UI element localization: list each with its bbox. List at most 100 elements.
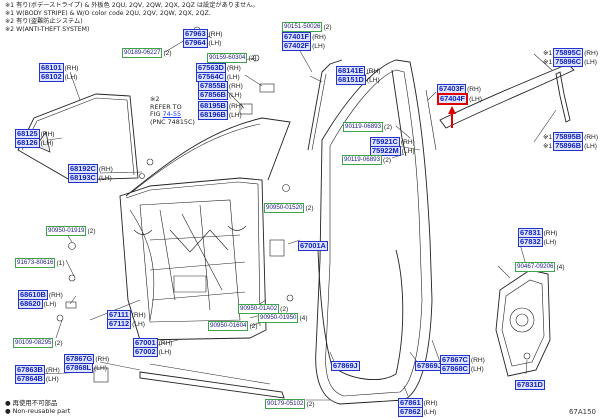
part-quantity-side: (RH) [98, 165, 113, 173]
part-number-link[interactable]: 90179-05102 [265, 399, 306, 409]
part-number-link[interactable]: 68193C [68, 173, 98, 183]
door-panel [119, 177, 267, 341]
part-number-link[interactable]: 90119-06893 [343, 122, 384, 132]
part-number-link[interactable]: 67001A [298, 241, 328, 251]
part-callout-c35-0[interactable]: 90179-05102(2) [265, 399, 315, 409]
part-number-link[interactable]: 90189-06227 [122, 48, 163, 58]
part-quantity-side: (LH) [543, 238, 557, 246]
part-callout-c23-1[interactable]: 68620(LH) [18, 299, 56, 309]
part-quantity-side: (RH) [40, 130, 55, 138]
part-number-link[interactable]: 67002 [133, 347, 158, 357]
part-number-link[interactable]: 90159-60304 [207, 53, 248, 63]
part-callout-c06-1[interactable]: 67856B(LH) [198, 90, 242, 100]
part-callout-c39-0[interactable]: 67831D [515, 380, 545, 390]
part-quantity-side: (RH) [228, 82, 243, 90]
part-quantity-side: (LH) [158, 348, 172, 356]
part-number-link[interactable]: 90151-50026 [282, 22, 323, 32]
part-callout-c16-0[interactable]: 90119-06893(2) [342, 155, 391, 165]
part-callout-c38-0[interactable]: 90467-09206(4) [515, 262, 565, 272]
part-callout-c04-0[interactable]: 90159-60304(2) [207, 53, 257, 63]
part-number-link[interactable]: 90109-08295 [13, 338, 54, 348]
part-quantity-side: (LH) [98, 174, 112, 182]
part-callout-c26-0[interactable]: 90950-01604(2) [208, 321, 258, 331]
part-quantity-side: (4) [299, 314, 308, 322]
part-number-link[interactable]: 67856B [198, 90, 228, 100]
part-callout-c03-1[interactable]: 68102(LH) [39, 72, 77, 82]
part-callout-c27-0[interactable]: 90109-08295(2) [13, 338, 63, 348]
reference-fig-link[interactable]: 74-55 [162, 110, 182, 118]
part-quantity-side: (LH) [64, 73, 78, 81]
part-quantity-side: (2) [87, 227, 96, 235]
part-number-link[interactable]: 90467-09206 [515, 262, 556, 272]
part-callout-c22-0[interactable]: 91673-80616(1) [15, 258, 65, 268]
part-number-link[interactable]: 67862 [398, 407, 423, 417]
part-quantity-side: (RH) [64, 64, 79, 72]
part-number-link[interactable]: 68126 [15, 138, 40, 148]
part-callout-c37-1[interactable]: 67832(LH) [518, 237, 556, 247]
part-number-link[interactable]: 90119-06893 [342, 155, 383, 165]
door-weatherstrip [315, 59, 433, 405]
part-callout-c01-0[interactable]: 90189-06227(2) [122, 48, 172, 58]
small-fasteners [56, 26, 298, 383]
door-lower-molding [139, 371, 285, 399]
callout-note-mark: ※1 [543, 50, 553, 57]
part-callout-c21-0[interactable]: 67001A [298, 241, 328, 251]
part-number-link[interactable]: 67864B [15, 374, 45, 384]
part-callout-c25-0[interactable]: 90950-01950(4) [258, 313, 308, 323]
part-number-link[interactable]: 68196B [198, 110, 228, 120]
part-number-link[interactable]: 67869J [331, 361, 360, 371]
part-callout-c08-1[interactable]: 68126(LH) [15, 138, 53, 148]
part-callout-c12-1[interactable]: 68151D(LH) [336, 75, 380, 85]
part-quantity-side: (LH) [45, 375, 59, 383]
part-callout-c09-1[interactable]: 68193C(LH) [68, 173, 112, 183]
part-number-link[interactable]: 68620 [18, 299, 43, 309]
part-callout-c28-1[interactable]: 67112(LH) [107, 319, 145, 329]
part-callout-c29-1[interactable]: 67002(LH) [133, 347, 171, 357]
part-number-link[interactable]: 90950-01520 [264, 203, 305, 213]
part-callout-c15-1[interactable]: 75922M(LH) [370, 146, 415, 156]
part-number-link[interactable]: 91673-80616 [15, 258, 56, 268]
part-callout-c11-1[interactable]: 67402F(LH) [282, 41, 325, 51]
part-number-link[interactable]: 67832 [518, 237, 543, 247]
part-number-link[interactable]: 75922M [370, 146, 401, 156]
part-quantity-side: (RH) [95, 355, 110, 363]
reference-note: ※2 REFER TO FIG 74-55 (PNC 74815C) [150, 95, 195, 126]
part-quantity-side: (RH) [228, 102, 243, 110]
part-callout-c19-0[interactable]: 90950-01520(2) [264, 203, 314, 213]
part-number-link[interactable]: 90950-01950 [258, 313, 299, 323]
part-quantity-side: (RH) [312, 33, 326, 41]
part-callout-c14-0[interactable]: 90119-06893(2) [343, 122, 392, 132]
part-number-link[interactable]: 67964 [183, 38, 208, 48]
reference-note-fig-prefix: FIG [150, 110, 163, 118]
part-number-link[interactable]: 75896B [553, 141, 584, 151]
part-number-link[interactable]: 67402F [282, 41, 312, 51]
part-quantity-side: (RH) [423, 399, 438, 407]
part-callout-c36-1[interactable]: 67862(LH) [398, 407, 436, 417]
part-number-link[interactable]: 68151D [336, 75, 366, 85]
part-number-link[interactable]: 67868L [64, 363, 94, 373]
part-callout-c31-1[interactable]: 67868L(LH) [64, 363, 107, 373]
part-number-link[interactable]: 67112 [107, 319, 132, 329]
part-number-link[interactable]: 67868C [440, 364, 470, 374]
part-quantity-side: (LH) [208, 39, 222, 47]
part-callout-c32-0[interactable]: 67869J [331, 361, 360, 371]
part-number-link[interactable]: 68102 [39, 72, 64, 82]
part-callout-c20-0[interactable]: 90950-01919(2) [46, 226, 96, 236]
part-callout-c34-1[interactable]: 67868C(LH) [440, 364, 484, 374]
legend-non-reusable-en: ● Non-reusable part [5, 407, 71, 415]
part-quantity-side: (LH) [43, 300, 57, 308]
part-number-link[interactable]: 75896C [553, 57, 584, 67]
part-quantity-side: (RH) [208, 30, 223, 38]
part-callout-c10-0[interactable]: 90151-50026(2) [282, 22, 332, 32]
part-number-link[interactable]: 67404F [437, 93, 469, 105]
part-number-link[interactable]: 67831D [515, 380, 545, 390]
part-number-link[interactable]: 90950-01604 [208, 321, 249, 331]
part-callout-c02-1[interactable]: 67964(LH) [183, 38, 221, 48]
part-callout-c13-1[interactable]: 67404F(LH) [437, 93, 482, 105]
header-note-1-en: ※1 W(BODY STRIPE) & W/O color code 2QU, … [5, 10, 211, 17]
part-callout-c30-1[interactable]: 67864B(LH) [15, 374, 59, 384]
part-callout-c07-1[interactable]: 68196B(LH) [198, 110, 242, 120]
part-number-link[interactable]: 90950-01919 [46, 226, 87, 236]
